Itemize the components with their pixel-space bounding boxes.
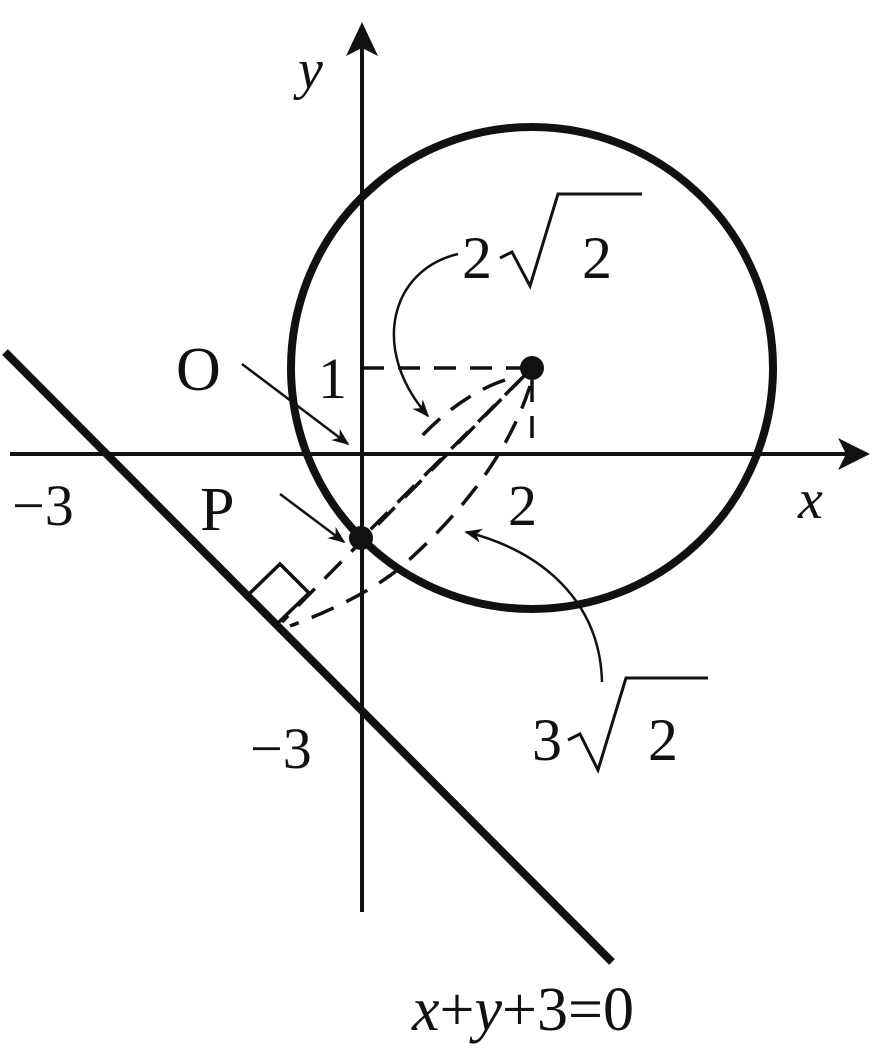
radius-sqrt-sign: [499, 192, 642, 290]
radius-label: 2 2: [462, 192, 642, 291]
x-axis-label: x: [797, 469, 823, 531]
distance-label-radicand: 2: [648, 707, 678, 773]
dashed-radius-brace-upper: [416, 378, 506, 442]
origin-label: O: [176, 336, 221, 404]
eq-plus-2: +: [502, 976, 537, 1044]
distance-label: 3 2: [532, 676, 708, 775]
eq-equals: =: [568, 976, 603, 1044]
y-axis-arrowhead: [346, 22, 378, 56]
distance-sqrt-sign: [567, 676, 708, 775]
radius-label-coef: 2: [462, 225, 492, 291]
eq-3: 3: [537, 976, 568, 1044]
distance-label-coef: 3: [532, 707, 562, 773]
tick-y-1: 1: [318, 346, 347, 411]
tick-x-neg3: −3: [12, 473, 74, 538]
point-p: [349, 526, 373, 550]
x-axis-arrowhead: [838, 438, 870, 470]
point-p-label: P: [200, 476, 234, 544]
y-axis-label: y: [293, 39, 323, 101]
dashed-distance-brace-lower: [289, 385, 532, 628]
eq-plus-1: +: [440, 976, 475, 1044]
line-x-plus-y-plus-3: [2, 349, 615, 965]
tick-y-neg3: −3: [250, 716, 312, 781]
distance-pointer-arrow: [464, 528, 604, 683]
line-equation: x+y+3=0: [411, 976, 634, 1044]
right-angle-marker: [248, 561, 312, 624]
origin-pointer-arrow: [241, 363, 350, 446]
tick-x-2: 2: [508, 473, 537, 538]
point-p-pointer-arrow: [279, 493, 346, 544]
radius-label-radicand: 2: [582, 225, 612, 291]
eq-x: x: [411, 976, 440, 1044]
eq-y: y: [469, 976, 503, 1044]
circle-center-point: [520, 356, 544, 380]
radius-pointer-arrow: [392, 252, 459, 418]
circle: [287, 123, 777, 613]
eq-0: 0: [603, 976, 634, 1044]
